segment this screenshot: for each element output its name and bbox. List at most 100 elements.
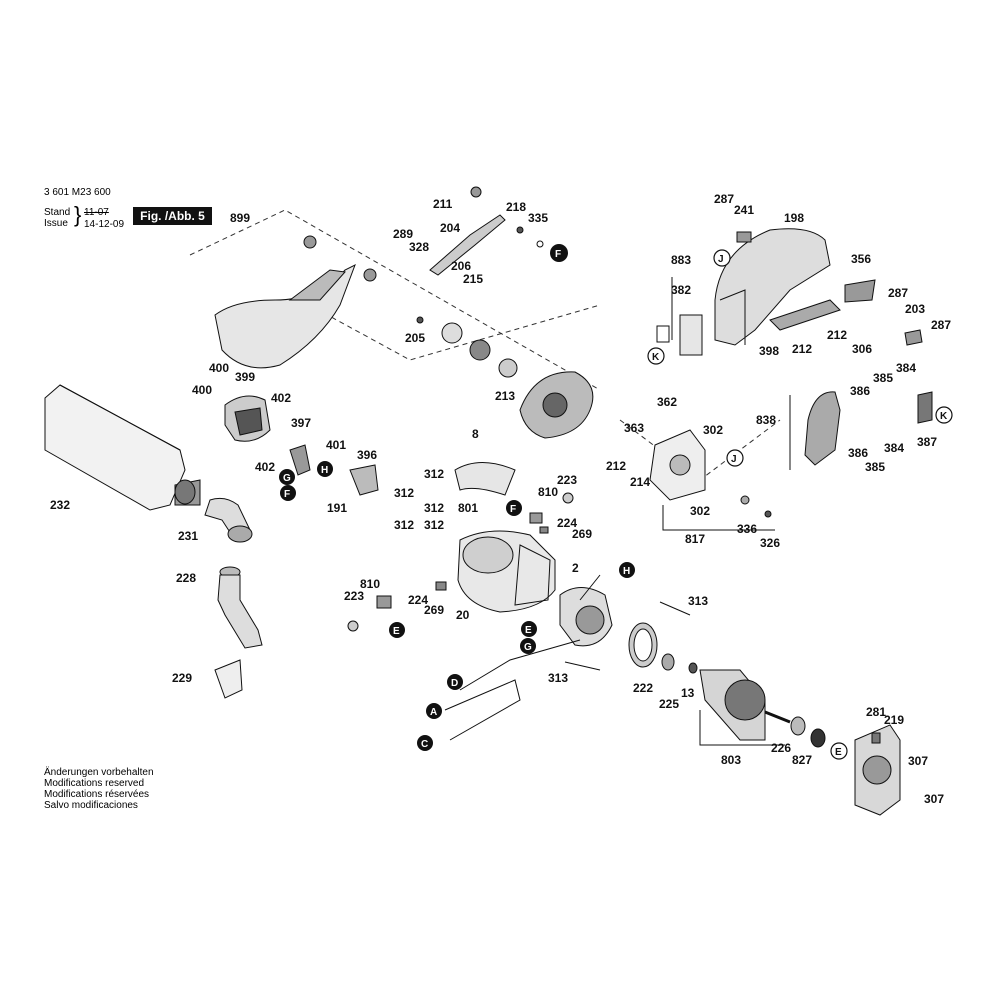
lever-parts xyxy=(289,444,379,496)
callout-g-mid: G xyxy=(524,642,532,653)
label-219: 219 xyxy=(884,713,904,727)
label-203: 203 xyxy=(905,302,925,316)
guard-mount-plate xyxy=(649,429,772,518)
note-fr: Modifications réservées xyxy=(44,789,150,800)
label-287-b: 287 xyxy=(888,286,908,300)
insulating-plate xyxy=(454,462,516,496)
label-313-a: 313 xyxy=(688,594,708,608)
label-402-a: 402 xyxy=(271,391,291,405)
label-302-b: 302 xyxy=(690,504,710,518)
callout-e-wire: E xyxy=(525,625,532,636)
label-222: 222 xyxy=(633,681,653,695)
callout-k-left: K xyxy=(652,352,660,363)
label-213: 213 xyxy=(495,389,515,403)
label-287-a: 287 xyxy=(714,192,734,206)
label-810-b: 810 xyxy=(360,577,380,591)
label-312-c: 312 xyxy=(424,501,444,515)
label-228: 228 xyxy=(176,571,196,585)
label-387: 387 xyxy=(917,435,937,449)
note-de: Änderungen vorbehalten xyxy=(44,767,154,778)
label-312-a: 312 xyxy=(424,467,444,481)
dust-elbow xyxy=(204,497,253,543)
callout-a: A xyxy=(430,707,437,718)
label-399: 399 xyxy=(235,370,255,384)
upper-guard xyxy=(714,228,923,346)
label-269-b: 269 xyxy=(424,603,444,617)
motor-housing xyxy=(457,530,556,613)
label-205: 205 xyxy=(405,331,425,345)
armature xyxy=(699,669,826,748)
label-232: 232 xyxy=(50,498,70,512)
label-396: 396 xyxy=(357,448,377,462)
label-287-c: 287 xyxy=(931,318,951,332)
handle-grip xyxy=(804,391,933,466)
lower-blade-guard xyxy=(214,235,377,369)
label-307-b: 307 xyxy=(924,792,944,806)
ring-and-bearings xyxy=(628,622,698,674)
label-212-b: 212 xyxy=(827,328,847,342)
brace-symbol: } xyxy=(74,202,82,227)
guard-insert xyxy=(656,314,703,356)
label-224-a: 224 xyxy=(557,516,577,530)
document-number: 3 601 M23 600 xyxy=(44,187,111,198)
label-206: 206 xyxy=(451,259,471,273)
callout-h-mid: H xyxy=(623,566,630,577)
callout-g-left: G xyxy=(283,473,291,484)
label-215: 215 xyxy=(463,272,483,286)
label-356: 356 xyxy=(851,252,871,266)
deflector-plate xyxy=(214,659,243,699)
brush-holders xyxy=(347,492,574,632)
label-335: 335 xyxy=(528,211,548,225)
label-231: 231 xyxy=(178,529,198,543)
label-398: 398 xyxy=(759,344,779,358)
label-241: 241 xyxy=(734,203,754,217)
wire-leads xyxy=(444,574,691,741)
label-883: 883 xyxy=(671,253,691,267)
upper-guard-plate xyxy=(519,371,594,439)
dust-bag xyxy=(44,384,201,511)
label-827: 827 xyxy=(792,753,812,767)
bracket-assembly xyxy=(224,395,271,442)
guard-hub-parts xyxy=(416,316,518,378)
label-336: 336 xyxy=(737,522,757,536)
label-223-b: 223 xyxy=(344,589,364,603)
label-817: 817 xyxy=(685,532,705,546)
label-224-b: 224 xyxy=(408,593,428,607)
label-225: 225 xyxy=(659,697,679,711)
label-212-a: 212 xyxy=(792,342,812,356)
label-302-a: 302 xyxy=(703,423,723,437)
label-312-e: 312 xyxy=(424,518,444,532)
field-coil xyxy=(559,587,613,647)
label-212-c: 212 xyxy=(606,459,626,473)
callout-k-right: K xyxy=(940,411,948,422)
label-385-a: 385 xyxy=(873,371,893,385)
part-labels: 899 211 218 335 204 289 328 206 215 205 … xyxy=(50,192,951,806)
label-312-b: 312 xyxy=(394,486,414,500)
label-400-a: 400 xyxy=(209,361,229,375)
label-20: 20 xyxy=(456,608,470,622)
label-384-b: 384 xyxy=(884,441,904,455)
callout-f-top: F xyxy=(555,249,561,260)
issue-label: Issue xyxy=(44,218,68,229)
label-328: 328 xyxy=(409,240,429,254)
label-218: 218 xyxy=(506,200,526,214)
callout-c: C xyxy=(421,739,428,750)
label-289: 289 xyxy=(393,227,413,241)
label-401: 401 xyxy=(326,438,346,452)
label-400-b: 400 xyxy=(192,383,212,397)
label-803: 803 xyxy=(721,753,741,767)
label-214: 214 xyxy=(630,475,650,489)
callout-f-left: F xyxy=(284,489,290,500)
label-382: 382 xyxy=(671,283,691,297)
stand-date: 11-07 xyxy=(84,207,109,218)
label-8: 8 xyxy=(472,427,479,441)
label-899: 899 xyxy=(230,211,250,225)
callout-f-mid: F xyxy=(510,504,516,515)
callout-e-mid: E xyxy=(393,626,400,637)
modification-notes: Änderungen vorbehalten Modifications res… xyxy=(44,767,154,811)
label-363: 363 xyxy=(624,421,644,435)
label-204: 204 xyxy=(440,221,460,235)
label-385-b: 385 xyxy=(865,460,885,474)
end-cover xyxy=(854,724,901,816)
label-386-b: 386 xyxy=(848,446,868,460)
